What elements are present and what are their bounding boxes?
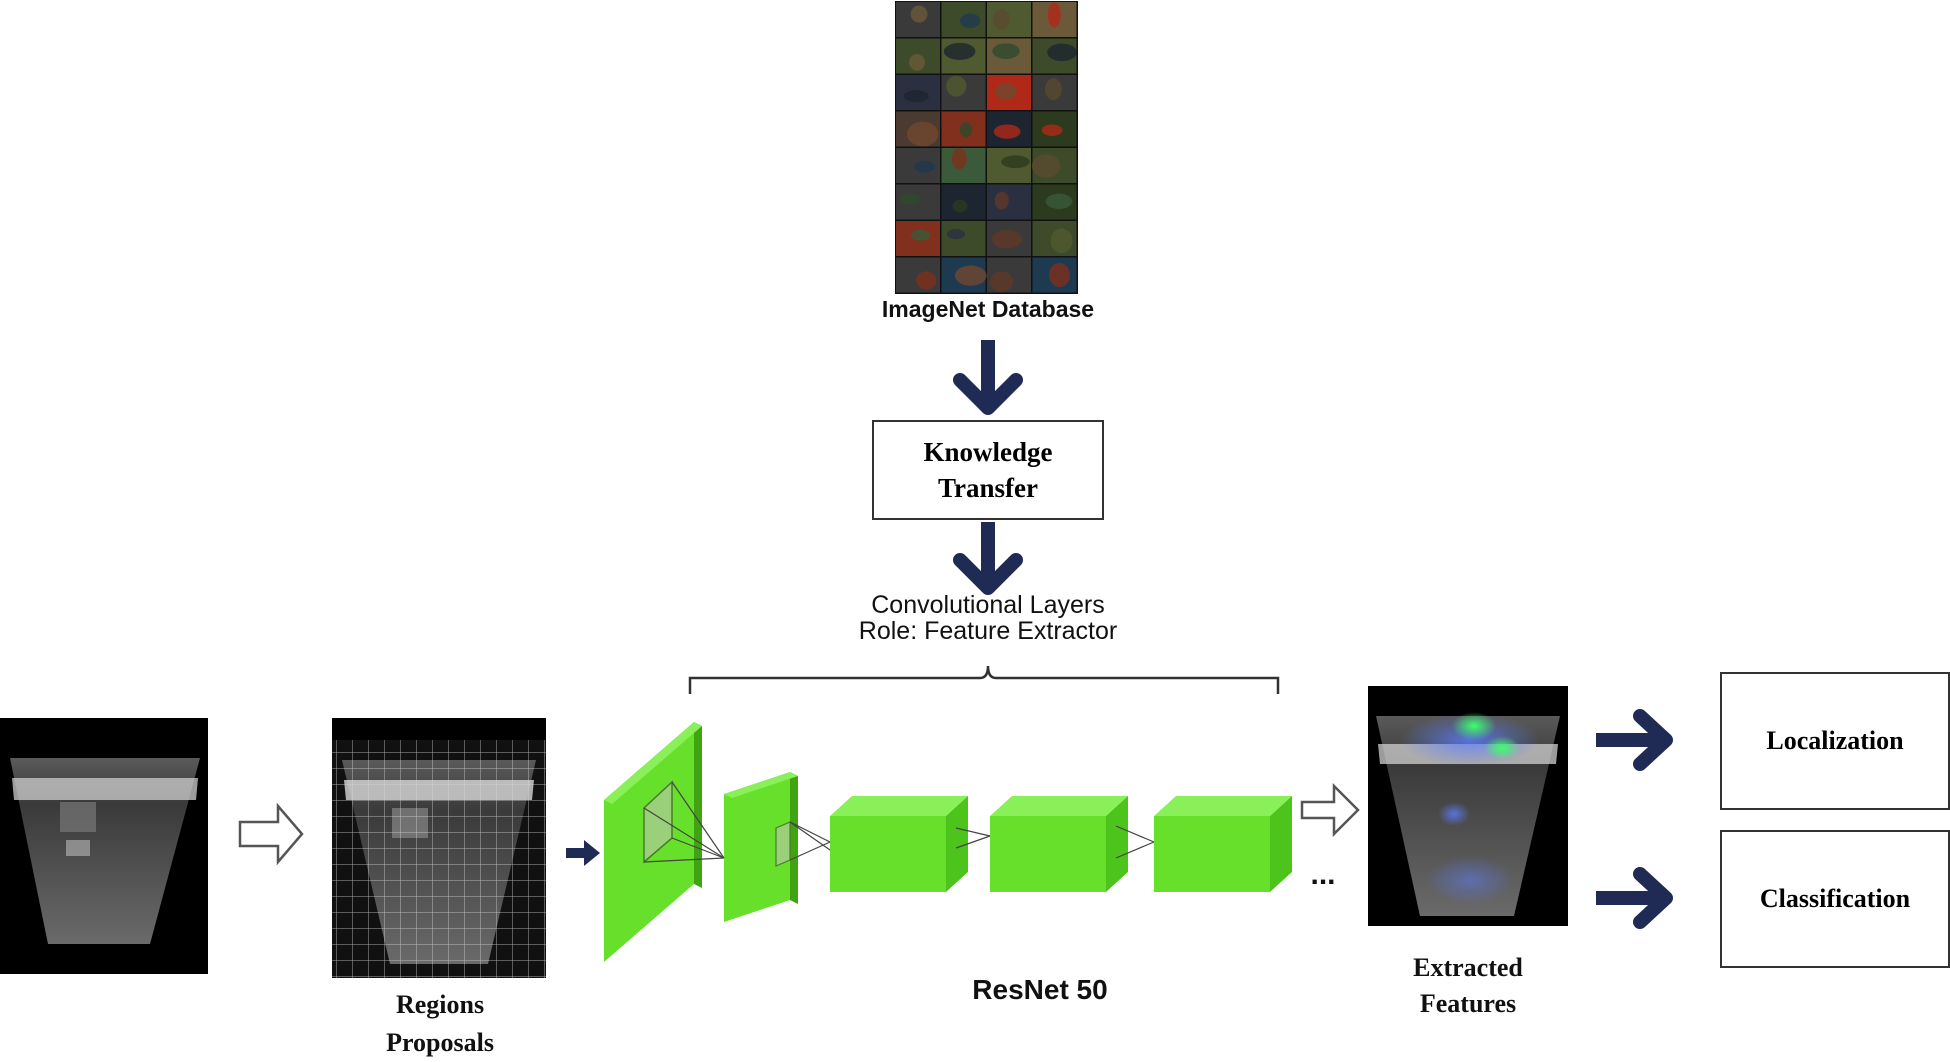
knowledge-transfer-line1: Knowledge [923,437,1053,467]
conv-layers-line1: Convolutional Layers [871,591,1105,619]
layer-connector-lines [1115,825,1155,859]
conv-layers-brace [688,665,1280,694]
imagenet-thumbnail [987,184,1031,220]
conv-layers-label: Convolutional Layers Role: Feature Extra… [820,592,1156,644]
localization-box: Localization [1720,672,1950,810]
right-arrow-icon [1596,867,1673,929]
conv-layer-1 [604,722,702,962]
imagenet-mosaic-image [895,1,1078,294]
hollow-right-arrow-icon [238,802,304,866]
input-ultrasound-image [0,718,208,974]
small-right-arrow-icon [566,840,600,866]
conv-layers-line2: Role: Feature Extractor [858,617,1118,645]
layer-connector-lines [955,827,991,849]
down-arrow-icon [953,340,1023,415]
ellipsis-text: ... [1310,858,1336,891]
resnet-label: ResNet 50 [972,974,1108,1005]
knowledge-transfer-line2: Transfer [938,473,1038,503]
extracted-line2: Features [1419,989,1517,1018]
regions-line2: Proposals [386,1028,494,1057]
conv-layer-2 [724,772,798,922]
imagenet-label: ImageNet Database [881,296,1095,322]
right-arrow-icon [1596,709,1673,771]
extracted-line1: Extracted [1413,953,1523,982]
regions-proposals-label: Regions Proposals [340,986,540,1062]
imagenet-thumbnail [941,221,986,256]
classification-box: Classification [1720,830,1950,968]
extracted-features-image [1368,686,1568,926]
extracted-features-label: Extracted Features [1368,950,1568,1022]
regions-line1: Regions [395,990,485,1019]
hollow-right-arrow-icon [1300,782,1360,838]
layer-connector-lines [643,781,725,863]
layer-connector-lines [789,821,831,861]
knowledge-transfer-box: Knowledge Transfer [872,420,1104,520]
regions-proposals-image [332,718,546,978]
conv-block-5 [1154,796,1292,892]
conv-block-4 [990,796,1128,892]
conv-block-3 [830,796,968,892]
down-arrow-icon [953,522,1023,595]
